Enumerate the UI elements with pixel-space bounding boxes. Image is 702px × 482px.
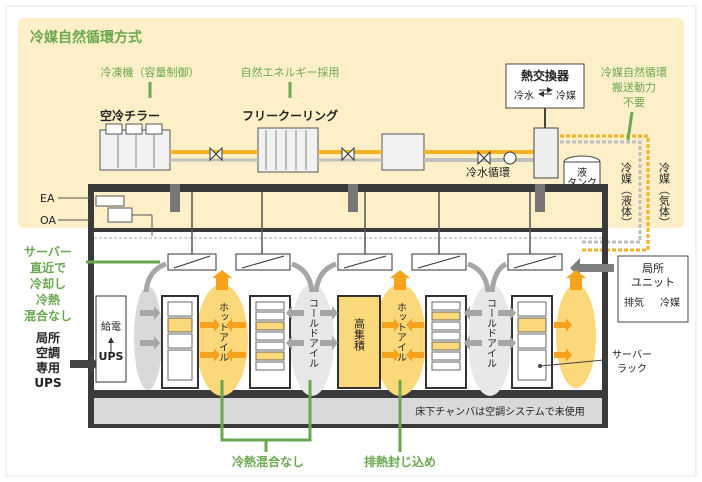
pump-unit <box>381 133 425 171</box>
right-wall <box>602 184 608 424</box>
power-feed-label: 給電 <box>101 320 121 333</box>
cold-water-loop-label: 冷水循環 <box>466 166 510 179</box>
server-cooling-label-2: 直近で <box>30 260 66 275</box>
valve-icon <box>341 146 355 162</box>
no-power-pointer <box>626 111 634 141</box>
floor-slab <box>88 390 608 398</box>
local-unit-box <box>617 255 689 323</box>
natural-energy-label: 自然エネルギー採用 <box>241 65 340 79</box>
hx-refrigerant-label: 冷媒 <box>556 89 576 102</box>
no-power-label-2: 搬送動力 <box>612 80 656 94</box>
high-density-label: 高集積 <box>353 317 366 352</box>
underfloor-chamber <box>94 398 602 424</box>
ups-label-2: 空調 <box>36 345 60 360</box>
pump-icon <box>503 151 517 165</box>
underfloor-label: 床下チャンバは空調システムで未使用 <box>415 405 585 418</box>
hot-aisle-glow <box>196 284 248 396</box>
refrigerant-loop-outer <box>560 134 650 252</box>
refrigerant-liquid-label: 冷媒（液体） <box>620 162 633 228</box>
local-unit-label-2: ユニット <box>631 276 675 289</box>
ups-arrow <box>70 354 98 374</box>
air-chiller-unit <box>99 123 171 171</box>
heat-containment-label: 排熱封じ込め <box>364 454 436 469</box>
cooling-label: 冷媒 <box>660 296 680 309</box>
server-cooling-label-5: 混合なし <box>24 308 72 323</box>
cold-airflow-arrows <box>140 306 516 350</box>
free-cooling-unit <box>257 127 319 173</box>
refrigerator-label: 冷凍機（容量制御） <box>101 65 200 79</box>
heat-exchanger-label: 熱交換器 <box>521 68 570 83</box>
heat-exchanger-box <box>505 63 585 109</box>
hot-aisle-label-2: ホットアイル <box>395 302 407 362</box>
refrigerant-loop-inner <box>560 140 642 244</box>
valve-icon <box>477 150 491 166</box>
no-power-label-3: 不要 <box>623 96 645 109</box>
server-rack-label-2: ラック <box>617 363 647 375</box>
server-cooling-label-3: 冷却し <box>30 276 66 291</box>
no-mixing-label: 冷熱混合なし <box>232 454 304 469</box>
cold-aisle-label-2: コールドアイル <box>485 298 497 368</box>
ups-label-4: UPS <box>34 376 61 390</box>
hot-airflow-arrows <box>200 270 586 362</box>
ups-text: UPS <box>99 350 124 363</box>
tank-label-1: 液 <box>577 166 587 179</box>
ceiling-slab <box>88 228 608 232</box>
hot-aisle-label-1: ホットアイル <box>217 302 229 362</box>
free-cooling-label: フリークーリング <box>242 108 338 123</box>
ea-label: EA <box>40 192 55 205</box>
server-cooling-label-4: 冷熱 <box>36 292 60 307</box>
oa-label: OA <box>40 214 56 227</box>
ups-label-1: 局所 <box>36 330 60 345</box>
left-wall <box>88 184 94 424</box>
server-rack-label-1: サーバー <box>612 349 652 361</box>
server-racks <box>161 295 553 389</box>
oa-unit <box>107 207 133 223</box>
refrigerant-gas-label: 冷媒（気体） <box>658 162 671 228</box>
air-chiller-label: 空冷チラー <box>100 108 160 123</box>
local-unit-label-1: 局所 <box>642 262 664 275</box>
hx-water-label: 冷水 <box>514 89 534 102</box>
ea-damper <box>95 195 125 207</box>
no-power-label-1: 冷媒自然循環 <box>601 65 667 79</box>
ups-label-3: 専用 <box>36 360 60 375</box>
exhaust-label: 排気 <box>624 296 644 309</box>
heat-exchanger-unit <box>533 127 559 179</box>
local-unit-arrow <box>570 258 614 278</box>
server-cooling-label-1: サーバー <box>24 245 72 259</box>
valve-icon <box>209 146 223 162</box>
cold-aisle-label-1: コールドアイル <box>307 298 319 368</box>
diagram-title: 冷媒自然循環方式 <box>30 29 142 46</box>
